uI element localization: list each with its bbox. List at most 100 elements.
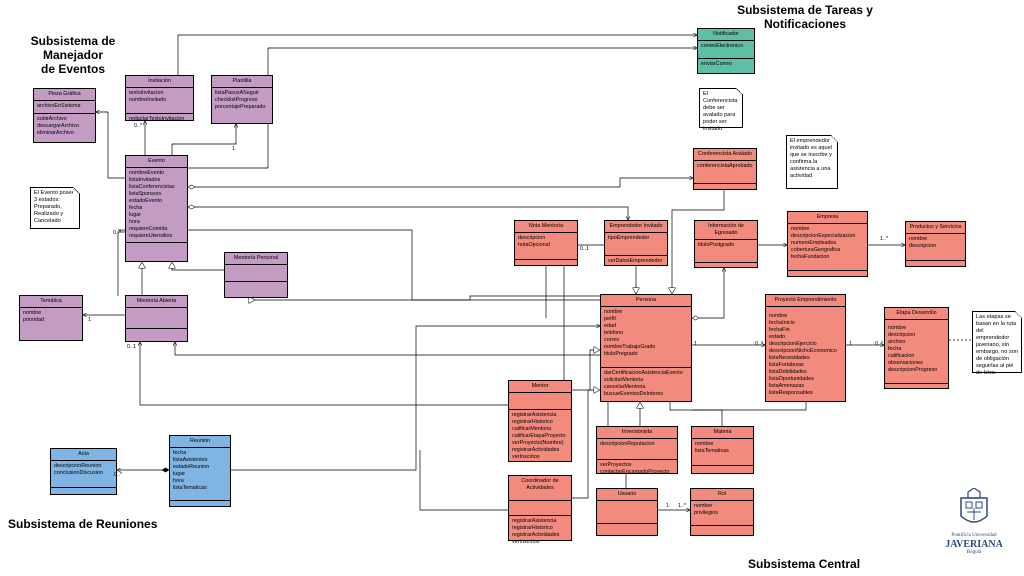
class-mentoria-abierta[interactable]: Mentoría Abierta — [125, 295, 188, 342]
op: registrarAsistencia — [512, 412, 557, 418]
class-name: Persona — [601, 295, 691, 307]
mult-proyecto-etapa: 1 — [849, 341, 852, 347]
attr: hora — [173, 478, 184, 484]
attr: listaNecesidades — [769, 355, 810, 361]
class-name: Empresa — [788, 212, 867, 224]
mult-persona-proyecto: 1 — [694, 341, 697, 347]
attr: descripcionEspecializacion — [791, 233, 856, 239]
class-rol[interactable]: Rol nombre privilegios — [690, 488, 754, 536]
class-name: Invitación — [126, 76, 193, 88]
class-name: Inversionista — [597, 427, 677, 439]
class-name: Acta — [51, 449, 116, 461]
op: verInscritos — [512, 454, 540, 460]
attr: nombre — [909, 236, 928, 242]
class-mentor[interactable]: Mentor registrarAsistencia registrarHist… — [508, 380, 572, 462]
op: verProyecto(Nombre) — [512, 440, 564, 446]
class-name: Rol — [691, 489, 753, 501]
op: redactarTextoInvitacion — [129, 116, 185, 122]
mult-proyecto-persona: 0..* — [755, 341, 764, 347]
class-name: Usuario — [597, 489, 657, 501]
op: subirArchivo — [37, 116, 67, 122]
logo-line1: Pontificia Universidad — [951, 533, 997, 538]
class-mentoria-personal[interactable]: Mentoría Personal — [224, 252, 288, 298]
op: calificarEtapaProyecto — [512, 433, 566, 439]
class-conferencista-avalado[interactable]: Conferencista Avalado conferencistaAprob… — [693, 148, 757, 190]
op: verProyectos — [600, 462, 632, 468]
class-proyecto-emprendimiento[interactable]: Proyecto Emprendimiento nombre fechaInic… — [765, 294, 846, 402]
attr: lugar — [173, 471, 185, 477]
attr: conferencistaAprobado — [697, 163, 753, 169]
class-name: Coordinador de Actividades — [509, 476, 571, 501]
mult-etapa: 0..* — [875, 341, 884, 347]
attr: listaInvitados — [129, 177, 161, 183]
class-inversionista[interactable]: Inversionista descripcionReputacion verP… — [596, 426, 678, 475]
attr: listaConferencistas — [129, 184, 175, 190]
class-etapa-desarrollo[interactable]: Etapa Desarrollo nombre descripcion arch… — [884, 307, 949, 389]
op: calificarMentoria — [512, 426, 552, 432]
class-name: Mentoría Personal — [225, 253, 287, 265]
class-reunion[interactable]: Reunión fecha listaAsistentes estadoReun… — [169, 435, 231, 507]
attr: conclusionDiscusion — [54, 470, 103, 476]
attr: requiereComida — [129, 226, 168, 232]
class-name: Notificador — [698, 29, 754, 41]
op: registrarActividades — [512, 532, 560, 538]
attr: listaTematicas — [695, 448, 729, 454]
attr: descripcion — [888, 332, 916, 338]
attr: prioridad — [23, 317, 44, 323]
class-name: Etapa Desarrollo — [885, 308, 948, 320]
class-empresa[interactable]: Empresa nombre descripcionEspecializacio… — [787, 211, 868, 277]
class-name: Conferencista Avalado — [694, 149, 756, 161]
note-evento-estados: El Evento posee 3 estados: Preparado, Re… — [30, 187, 80, 229]
title-reuniones: Subsistema de Reuniones — [8, 517, 158, 531]
class-coordinador-actividades[interactable]: Coordinador de Actividades registrarAsis… — [508, 475, 572, 545]
attr: descripcionReputacion — [600, 441, 655, 447]
class-invitacion[interactable]: Invitación textoInvitacion nombreInvitad… — [125, 75, 194, 122]
attr: listaPasosASeguir — [215, 90, 259, 96]
attr: listaOportunidades — [769, 376, 814, 382]
class-name: Materia — [692, 427, 753, 439]
op: registrarAsistencia — [512, 518, 557, 524]
class-persona[interactable]: Persona nombre perfil edad telefono corr… — [600, 294, 692, 402]
note-etapas: Las etapas se basan en la ruta del empre… — [972, 311, 1022, 376]
op: registrarActividades — [512, 447, 560, 453]
class-name: Emprendedor Invitado — [605, 221, 667, 233]
class-acta[interactable]: Acta descripcionReunion conclusionDiscus… — [50, 448, 117, 495]
attr: porcentajePreparado — [215, 104, 266, 110]
mult-tematica: 1 — [88, 317, 91, 323]
attr: nombre — [694, 503, 713, 509]
class-pieza-grafica[interactable]: Pieza Gráfica archivoEnSistema subirArch… — [33, 88, 96, 143]
op: buscarEventosDeInteres — [604, 391, 664, 397]
mult-nota: 0..1 — [580, 246, 589, 252]
attr: hora — [129, 219, 140, 225]
class-name: Productos y Servicios — [906, 222, 965, 234]
mult-acta: 0..* — [114, 472, 123, 478]
attr: descripcionEjercicio — [769, 341, 817, 347]
class-informacion-egresado[interactable]: Información de Egresado tituloPostgrado — [694, 220, 758, 268]
class-evento[interactable]: Evento nombreEvento listaInvitados lista… — [125, 155, 188, 262]
title-central: Subsistema Central — [748, 557, 861, 571]
attr: descripcionProgreso — [888, 367, 938, 373]
attr: nombreEvento — [129, 170, 165, 176]
attr: notaOpcional — [518, 242, 550, 248]
class-emprendedor-invitado[interactable]: Emprendedor Invitado tipoEmprendedor ver… — [604, 220, 668, 266]
op: darCertificacionAsistenciaEvento — [604, 370, 683, 376]
class-notificador[interactable]: Notificador correoElectronico enviarCorr… — [697, 28, 755, 74]
class-materia[interactable]: Materia nombre listaTematicas — [691, 426, 754, 474]
op: verInscritos — [512, 539, 540, 545]
class-name: Mentoría Abierta — [126, 296, 187, 308]
attr: descripcion — [518, 235, 546, 241]
attr: fecha — [129, 205, 143, 211]
op: registrarHistorico — [512, 419, 553, 425]
attr: estado — [769, 334, 786, 340]
attr: nombre — [791, 226, 810, 232]
attr: listaTematicas — [173, 485, 207, 491]
class-plantilla[interactable]: Plantilla listaPasosASeguir checklistPro… — [211, 75, 273, 124]
class-tematica[interactable]: Temática nombre prioridad — [19, 295, 83, 341]
class-nota-mentoria[interactable]: Nota Mentoría descripcion notaOpcional — [514, 220, 578, 266]
class-name: Plantilla — [212, 76, 272, 88]
class-productos-servicios[interactable]: Productos y Servicios nombre descripcion — [905, 221, 966, 267]
class-usuario[interactable]: Usuario — [596, 488, 658, 536]
